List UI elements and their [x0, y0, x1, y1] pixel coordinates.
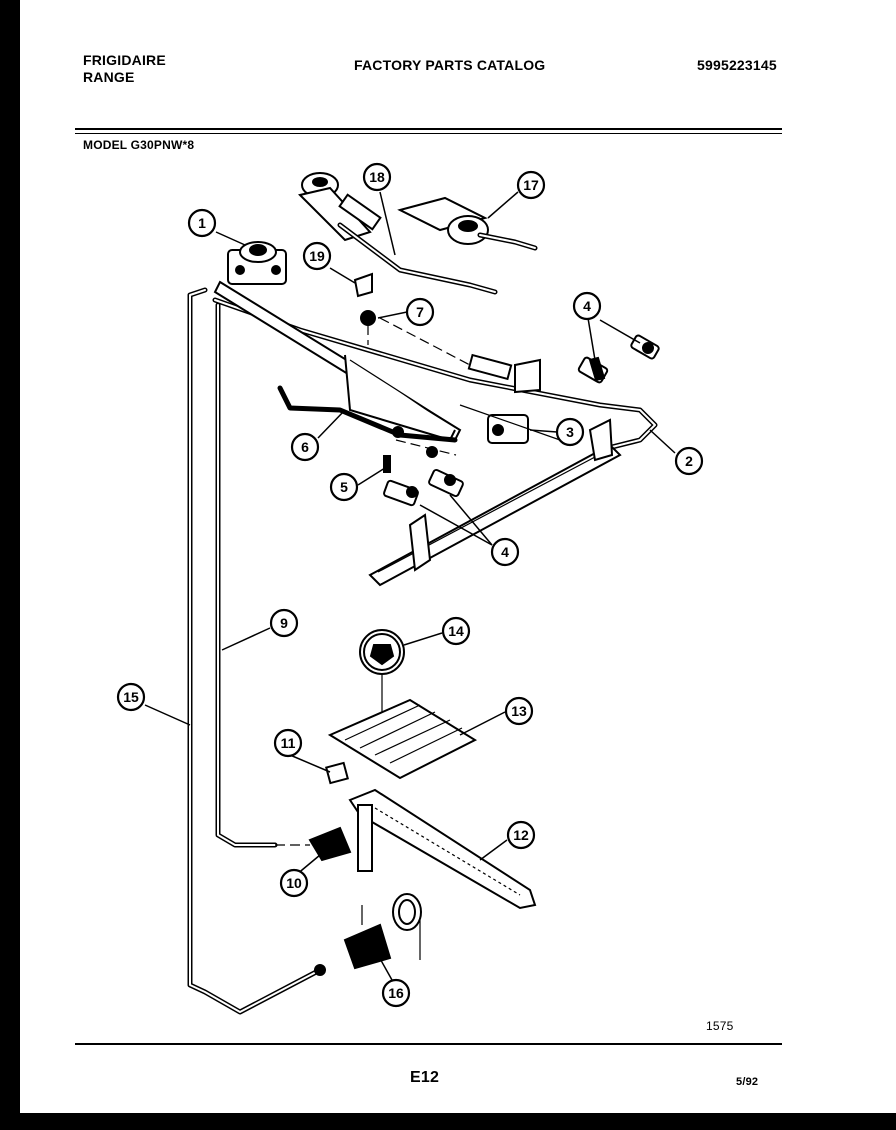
- catalog-sheet: FRIGIDAIRE RANGE FACTORY PARTS CATALOG 5…: [20, 0, 896, 1113]
- callout-1: 1: [187, 208, 217, 238]
- callout-10: 10: [279, 868, 309, 898]
- callout-7: 7: [405, 297, 435, 327]
- callout-15: 15: [116, 682, 146, 712]
- callout-19-label: 19: [309, 248, 325, 264]
- callout-5-label: 5: [340, 479, 348, 495]
- callout-12: 12: [506, 820, 536, 850]
- page-number: E12: [410, 1069, 440, 1086]
- nut-part: [360, 310, 471, 366]
- callout-3-label: 3: [566, 424, 574, 440]
- product-label: RANGE: [83, 69, 135, 85]
- brand-label: FRIGIDAIRE: [83, 52, 166, 68]
- clip-part: [353, 272, 373, 298]
- catalog-title: FACTORY PARTS CATALOG: [354, 57, 546, 73]
- manifold-tube: [187, 287, 326, 1015]
- footer-rule: [75, 1043, 782, 1045]
- burner-rail: [368, 418, 622, 587]
- burner-valve-lower: [383, 468, 464, 507]
- header-rule-top: [75, 128, 782, 130]
- burner-valve-upper: [577, 334, 660, 384]
- bracket-part: [325, 761, 349, 785]
- callout-2: 2: [674, 446, 704, 476]
- bake-thermocouple-assembly: [397, 196, 538, 251]
- callout-10-label: 10: [286, 875, 302, 891]
- flame-spreader: [327, 698, 478, 780]
- leader-lines: [144, 191, 676, 981]
- callout-5: 5: [329, 472, 359, 502]
- callout-16: 16: [381, 978, 411, 1008]
- thermostat-assembly: [227, 241, 287, 285]
- wire-harness: [277, 385, 458, 458]
- header-rule-bottom: [75, 133, 782, 134]
- callout-9: 9: [269, 608, 299, 638]
- callout-18-label: 18: [369, 169, 385, 185]
- callout-17: 17: [516, 170, 546, 200]
- callout-14: 14: [441, 616, 471, 646]
- callout-7-label: 7: [416, 304, 424, 320]
- catalog-number: 5995223145: [697, 57, 777, 73]
- callout-13: 13: [504, 696, 534, 726]
- callout-4-lower-label: 4: [501, 544, 509, 560]
- callout-6: 6: [290, 432, 320, 462]
- callout-14-label: 14: [448, 623, 464, 639]
- callout-2-label: 2: [685, 453, 693, 469]
- control-bar: [213, 280, 462, 442]
- gas-manifold-pipe: [212, 297, 658, 453]
- callout-4-upper: 4: [572, 291, 602, 321]
- igniter-part: [275, 826, 352, 862]
- callout-15-label: 15: [123, 689, 139, 705]
- callout-4-lower: 4: [490, 537, 520, 567]
- oven-burner: [348, 788, 537, 910]
- callout-1-label: 1: [198, 215, 206, 231]
- callout-17-label: 17: [523, 177, 539, 193]
- callout-16-label: 16: [388, 985, 404, 1001]
- footer-date: 5/92: [736, 1076, 759, 1088]
- orifice-nut: [359, 629, 405, 745]
- pressure-regulator: [459, 353, 561, 444]
- callout-3: 3: [555, 417, 585, 447]
- callout-11: 11: [273, 728, 303, 758]
- callout-18: 18: [362, 162, 392, 192]
- callout-19: 19: [302, 241, 332, 271]
- callout-12-label: 12: [513, 827, 529, 843]
- diagram-number: 1575: [706, 1019, 734, 1033]
- model-label: MODEL G30PNW*8: [83, 138, 195, 152]
- callout-6-label: 6: [301, 439, 309, 455]
- callout-9-label: 9: [280, 615, 288, 631]
- callout-13-label: 13: [511, 703, 527, 719]
- callout-4-upper-label: 4: [583, 298, 591, 314]
- screw-part: [383, 439, 457, 473]
- pilot-tube: [215, 302, 278, 848]
- callout-11-label: 11: [281, 735, 296, 751]
- broil-thermocouple-assembly: [298, 172, 498, 295]
- oven-valve: [343, 893, 422, 970]
